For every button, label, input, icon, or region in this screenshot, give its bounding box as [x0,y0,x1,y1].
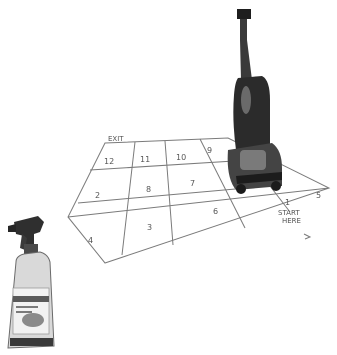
machine-grip [237,9,251,19]
cell-number: 4 [88,236,93,245]
start-arrow-icon [304,234,310,239]
machine-base-window [240,150,266,170]
machine-wheel [271,181,281,191]
machine-wheel [236,184,246,194]
cell-number: 11 [140,155,150,164]
spray-trigger-head [14,216,44,246]
carpet-cleaner-machine [228,9,282,194]
machine-handle [238,10,252,80]
cell-number: 7 [190,179,195,188]
bottle-label-text-bar [16,311,32,313]
start-here-label: START [278,209,300,217]
bottle-bottom-band [10,338,53,346]
spray-bottle [8,216,54,348]
start-here-label: HERE [282,217,301,225]
cell-number: 12 [104,157,114,166]
cell-number: 2 [95,191,100,200]
cell-number: 3 [147,223,152,232]
machine-tank-highlight [241,86,251,114]
bottle-label-text-bar [16,306,38,308]
cell-number: 8 [146,185,151,194]
cell-number: 6 [213,207,218,216]
exit-label: EXIT [108,135,124,143]
cell-number: 9 [207,146,212,155]
bottle-label-graphic [22,313,44,327]
cell-number: 5 [316,191,321,200]
grid-col-line-2 [165,141,173,245]
machine-tank [233,76,270,150]
bottle-label-band [13,296,49,302]
cell-number: 1 [285,198,290,207]
spray-nozzle [8,224,16,232]
cell-number: 10 [176,153,186,162]
